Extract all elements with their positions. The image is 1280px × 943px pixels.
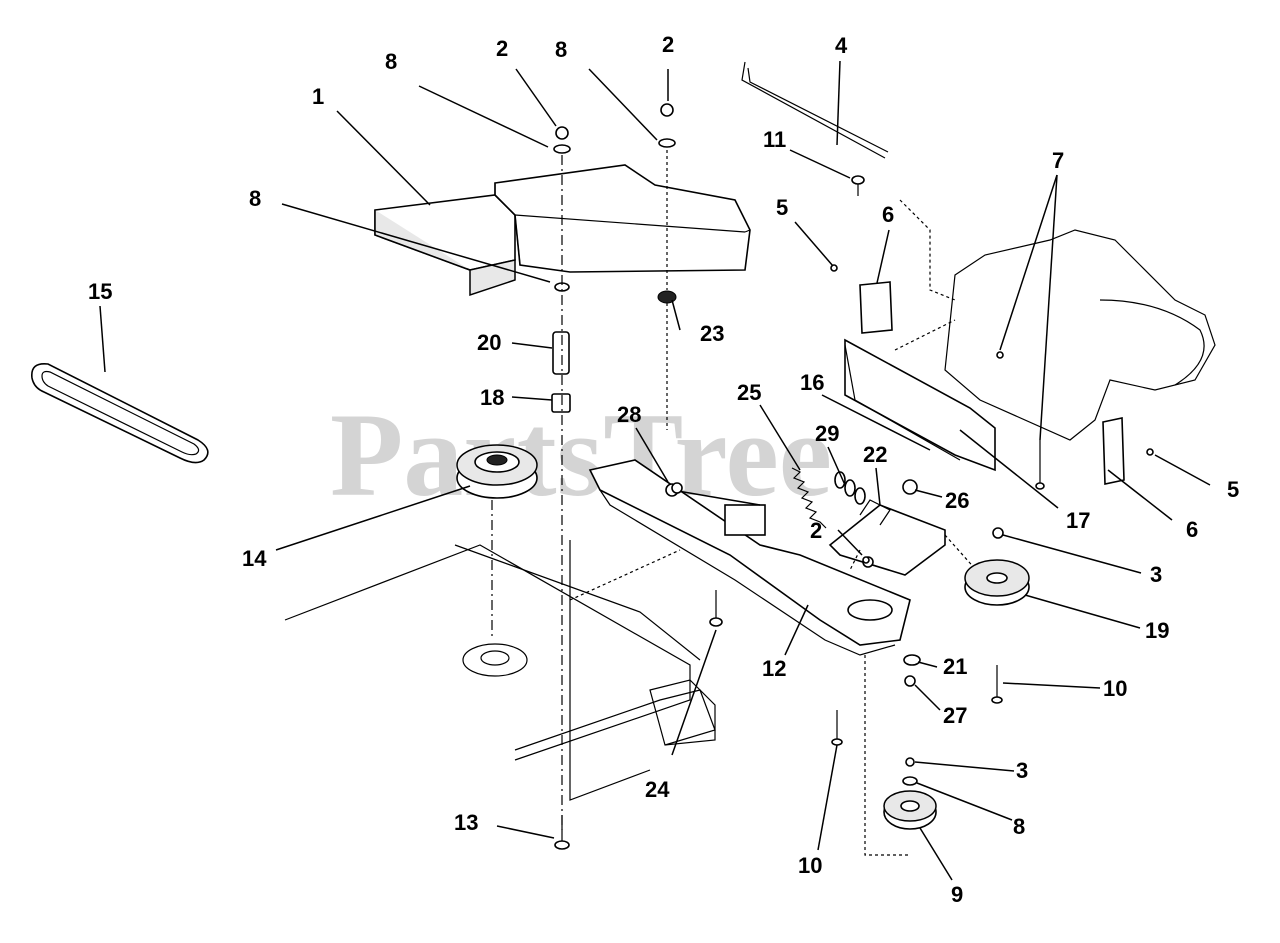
callout-3[interactable]: 3 xyxy=(1150,562,1162,587)
fasteners-part-7[interactable] xyxy=(996,351,1045,490)
callout-5[interactable]: 5 xyxy=(1227,477,1239,502)
callout-3[interactable]: 3 xyxy=(1016,758,1028,783)
callout-labels: 1 8 2 8 2 4 11 7 5 6 8 15 23 20 16 25 18… xyxy=(88,32,1239,907)
callout-28[interactable]: 28 xyxy=(617,402,641,427)
callout-9[interactable]: 9 xyxy=(951,882,963,907)
bolt-part-13[interactable] xyxy=(554,815,570,850)
callout-21[interactable]: 21 xyxy=(943,654,967,679)
plate-part-6-left[interactable] xyxy=(830,264,893,334)
pulley-part-19[interactable] xyxy=(964,527,1030,606)
hardware-stack-left[interactable] xyxy=(551,126,571,830)
callout-2[interactable]: 2 xyxy=(662,32,674,57)
callout-12[interactable]: 12 xyxy=(762,656,786,681)
bolt-part-10-center[interactable] xyxy=(831,710,843,746)
callout-17[interactable]: 17 xyxy=(1066,508,1090,533)
callout-11[interactable]: 11 xyxy=(763,127,786,152)
callout-7[interactable]: 7 xyxy=(1052,148,1064,173)
washers-part-29[interactable] xyxy=(834,471,866,505)
spring-part-25[interactable] xyxy=(791,467,827,529)
callout-6[interactable]: 6 xyxy=(882,202,894,227)
callout-26[interactable]: 26 xyxy=(945,488,969,513)
spacer-part-21[interactable] xyxy=(903,654,921,666)
callout-5[interactable]: 5 xyxy=(776,195,788,220)
callout-10[interactable]: 10 xyxy=(1103,676,1127,701)
callout-6[interactable]: 6 xyxy=(1186,517,1198,542)
callout-29[interactable]: 29 xyxy=(815,421,839,446)
callout-13[interactable]: 13 xyxy=(454,810,478,835)
callout-1[interactable]: 1 xyxy=(312,84,324,109)
callout-23[interactable]: 23 xyxy=(700,321,724,346)
belt-cover-part-1[interactable] xyxy=(374,164,751,297)
nut-part-27[interactable] xyxy=(904,675,916,687)
bolt-part-26[interactable] xyxy=(902,479,918,495)
callout-8[interactable]: 8 xyxy=(385,49,397,74)
callout-15[interactable]: 15 xyxy=(88,279,112,304)
callout-20[interactable]: 20 xyxy=(477,330,501,355)
callout-25[interactable]: 25 xyxy=(737,380,761,405)
callout-2[interactable]: 2 xyxy=(496,36,508,61)
bolt-part-2c[interactable] xyxy=(862,556,870,564)
callout-18[interactable]: 18 xyxy=(480,385,504,410)
callout-8[interactable]: 8 xyxy=(249,186,261,211)
deck-frame xyxy=(284,540,716,801)
callout-14[interactable]: 14 xyxy=(242,546,267,571)
fitting-part-11[interactable] xyxy=(851,175,865,196)
callout-10[interactable]: 10 xyxy=(798,853,822,878)
bracket-part-16[interactable] xyxy=(844,338,996,472)
hardware-stack-center[interactable] xyxy=(657,103,677,430)
callout-16[interactable]: 16 xyxy=(800,370,824,395)
blower-housing xyxy=(894,199,1216,441)
idler-arm-part-12[interactable] xyxy=(588,459,911,656)
pulley-part-9[interactable] xyxy=(864,655,937,856)
bolt-part-10-right[interactable] xyxy=(991,665,1003,704)
plate-part-6-right[interactable] xyxy=(1102,417,1154,485)
belt-part-15[interactable] xyxy=(31,362,209,464)
callout-24[interactable]: 24 xyxy=(645,777,670,802)
callout-19[interactable]: 19 xyxy=(1145,618,1169,643)
callout-22[interactable]: 22 xyxy=(863,442,887,467)
leader-lines xyxy=(99,60,1211,881)
callout-8[interactable]: 8 xyxy=(1013,814,1025,839)
callout-2[interactable]: 2 xyxy=(810,518,822,543)
watermark-text: PartsTree xyxy=(330,388,832,521)
bolt-part-24[interactable] xyxy=(709,590,723,627)
callout-27[interactable]: 27 xyxy=(943,703,967,728)
bolt-part-28[interactable] xyxy=(671,482,683,494)
callout-4[interactable]: 4 xyxy=(835,33,848,58)
callout-8[interactable]: 8 xyxy=(555,37,567,62)
pulley-part-14[interactable] xyxy=(456,444,538,640)
